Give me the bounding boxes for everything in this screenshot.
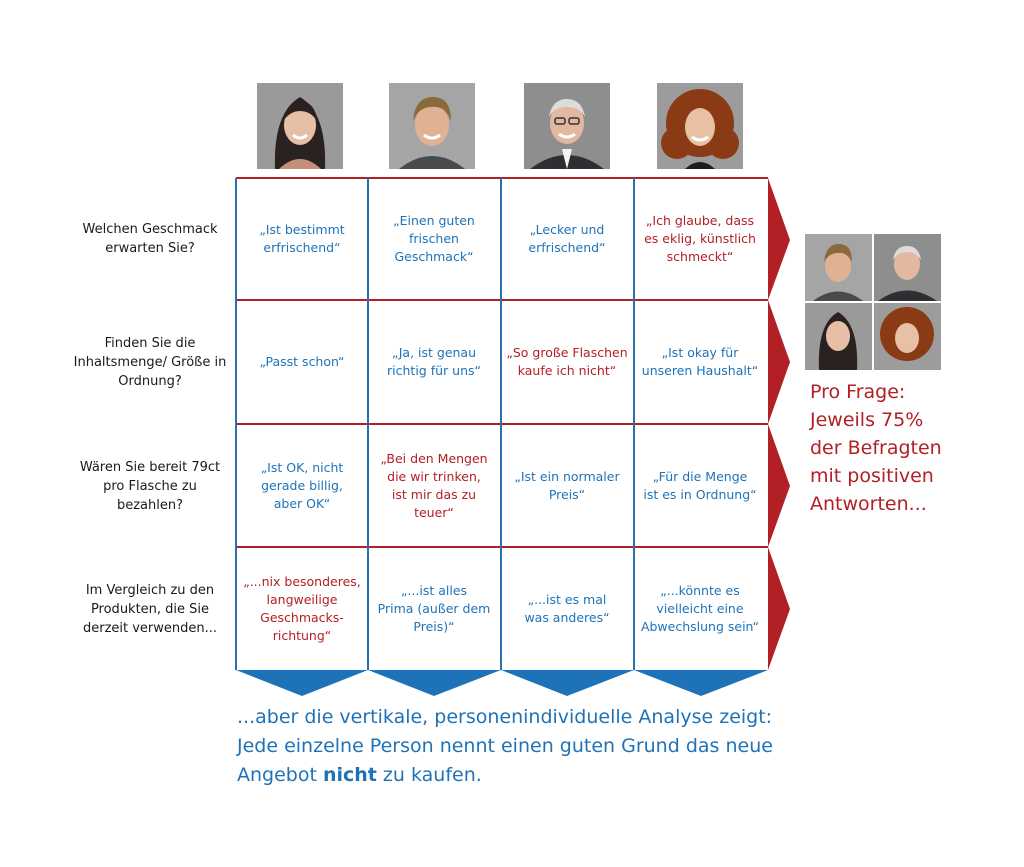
person-photo-woman-curly-hair-icon [657,83,743,169]
answer-cell: „...könnte es vielleicht eine Abwechslun… [640,583,760,634]
row-arrow-2 [768,300,790,424]
answer-cell: „Passt schon“ [259,354,345,369]
person-photo-woman-dark-hair-icon [257,83,343,169]
column-lines [235,178,635,670]
column-arrow-1 [236,670,368,696]
answer-cell: „Einen guten frischen Geschmack“ [393,213,475,264]
conclusion-bottom-line-1: ...aber die vertikale, personenindividue… [237,706,773,728]
question-comparison: Im Vergleich zu den Produkten, die Sie d… [82,582,218,636]
answer-cell: „Ich glaube, dass es eklig, künstlich sc… [644,213,756,264]
conclusion-bottom-line-3-pre: Angebot [237,764,323,786]
row-arrows [768,178,790,670]
conclusion-right: Pro Frage: Jeweils 75% der Befragten mit… [810,378,990,518]
answer-cell: „...nix besonderes, langweilige Geschmac… [243,574,361,643]
column-arrow-2 [368,670,501,696]
row-arrow-4 [768,547,790,670]
conclusion-right-line: der Befragten [810,437,942,459]
question-taste: Welchen Geschmack erwarten Sie? [82,222,218,256]
conclusion-right-line: Antworten... [810,493,927,515]
column-arrow-3 [501,670,634,696]
answer-cell: „Ist bestimmt erfrischend“ [259,222,345,255]
answer-cell: „Ist OK, nicht gerade billig, aber OK“ [260,460,344,511]
conclusion-bottom-line-3-post: zu kaufen. [376,764,482,786]
answer-cell: „Für die Menge ist es in Ordnung“ [643,469,757,502]
person-photo-senior-man-icon [524,83,610,169]
conclusion-right-line: Pro Frage: [810,381,906,403]
conclusion-bottom-line-3: Angebot nicht zu kaufen. [237,761,773,790]
question-price: Wären Sie bereit 79ct pro Flasche zu bez… [79,459,221,513]
conclusion-right-line: mit positiven [810,465,934,487]
answer-cell: „Lecker und erfrischend“ [528,222,606,255]
group-photo-icon [805,234,941,370]
column-arrow-4 [634,670,768,696]
conclusion-bottom-line-2: Jede einzelne Person nennt einen guten G… [237,735,773,757]
row-arrow-1 [768,178,790,300]
answer-cell: „...ist es mal was anderes“ [524,592,610,625]
question-size: Finden Sie die Inhaltsmenge/ Größe in Or… [73,335,227,389]
column-arrows [236,670,768,696]
answer-cell: „Ist ein normaler Preis“ [514,469,620,502]
answer-cell: „So große Flaschen kaufe ich nicht“ [506,345,628,378]
person-photo-young-man-icon [389,83,475,169]
answer-cell: „Bei den Mengen die wir trinken, ist mir… [380,451,488,520]
answer-cell: „Ist okay für unseren Haushalt“ [641,345,759,378]
answer-cell: „...ist alles Prima (außer dem Preis)“ [377,583,491,634]
answer-cell: „Ja, ist genau richtig für uns“ [387,345,481,378]
conclusion-bottom: ...aber die vertikale, personenindividue… [237,703,773,790]
conclusion-bottom-emphasis: nicht [322,764,377,786]
conclusion-right-line: Jeweils 75% [810,409,924,431]
row-arrow-3 [768,424,790,547]
